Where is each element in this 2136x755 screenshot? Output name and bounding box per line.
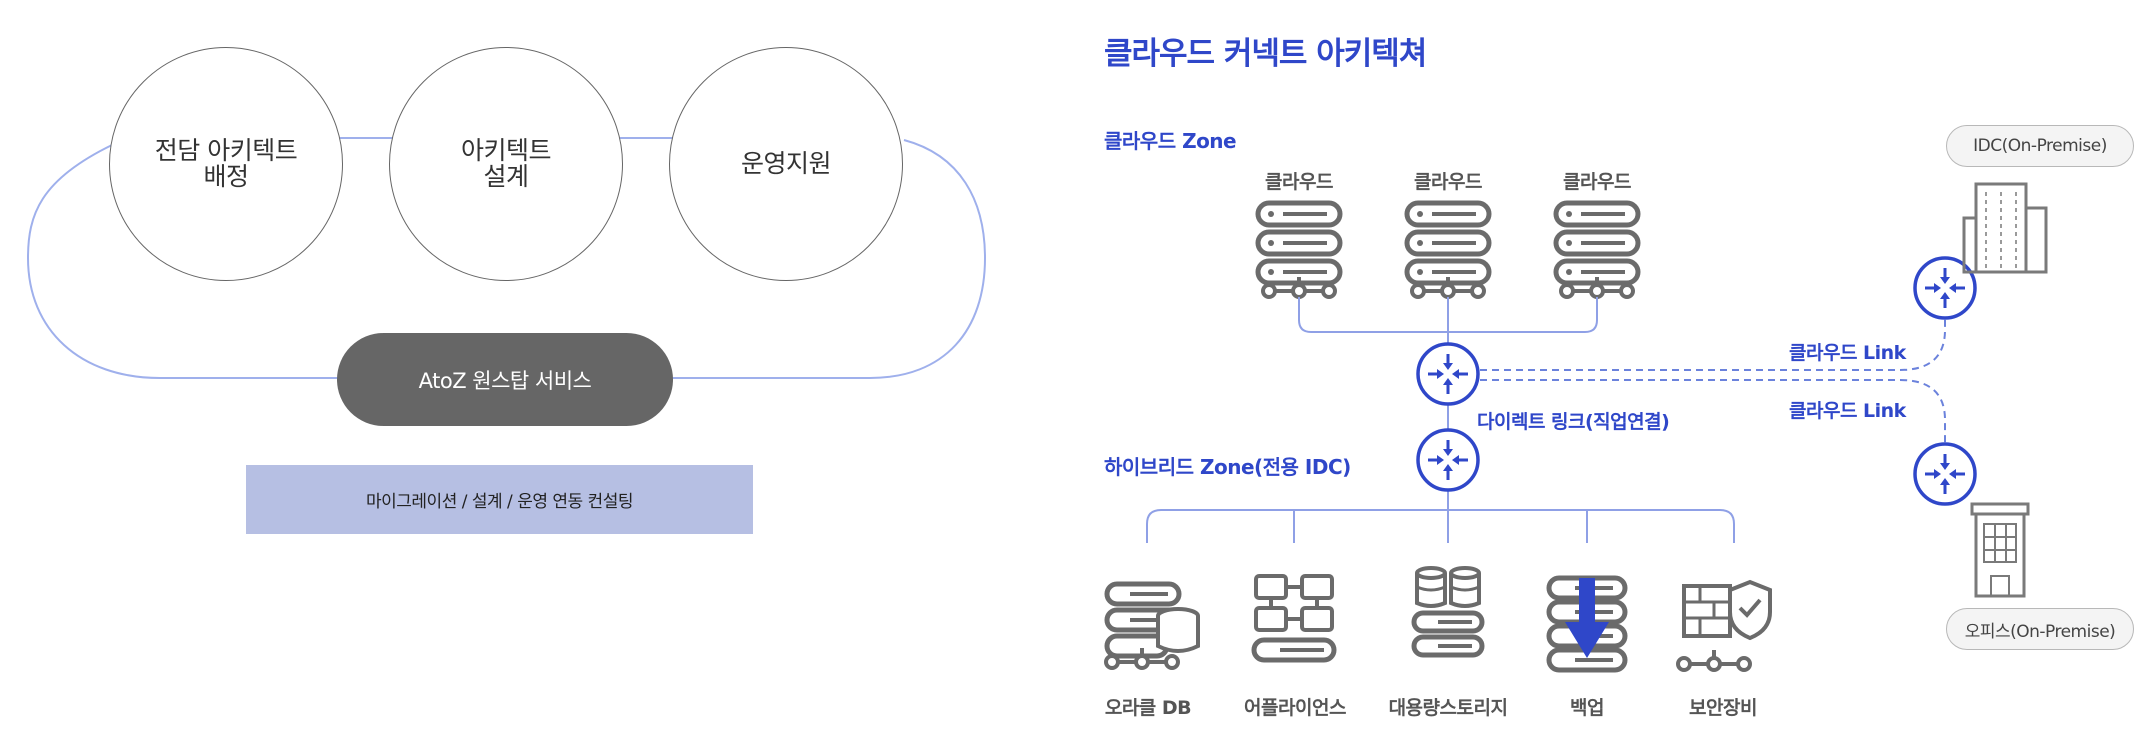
backup-icon	[1546, 575, 1628, 673]
appliance-icon	[1251, 574, 1337, 663]
hybrid-item-label: 어플라이언스	[1244, 697, 1346, 719]
office-tag: 오피스(On-Premise)	[1946, 608, 2134, 650]
storage-icon	[1411, 566, 1485, 658]
hybrid-zone-label: 하이브리드 Zone(전용 IDC)	[1104, 455, 1351, 479]
step-label: 운영지원	[740, 149, 832, 178]
cloud-server-label: 클라우드	[1563, 171, 1631, 193]
step-label: 전담 아키텍트 배정	[154, 136, 298, 191]
security-icon	[1676, 579, 1772, 672]
hybrid-item-label: 보안장비	[1689, 697, 1757, 719]
cloud-zone-label: 클라우드 Zone	[1104, 129, 1237, 153]
step-circle-architect-design: 아키텍트 설계	[389, 47, 623, 281]
hybrid-item-label: 백업	[1570, 697, 1604, 719]
hybrid-item-label: 오라클 DB	[1104, 697, 1192, 719]
cloud-link-label-bottom: 클라우드 Link	[1789, 400, 1906, 422]
service-pill: AtoZ 원스탑 서비스	[337, 333, 673, 426]
step-label: 아키텍트 설계	[460, 136, 552, 191]
cloud-server-icon	[1556, 203, 1638, 283]
hybrid-item-label: 대용량스토리지	[1388, 697, 1508, 719]
oracle-db-icon	[1104, 581, 1200, 670]
step-circle-architect-assign: 전담 아키텍트 배정	[109, 47, 343, 281]
process-loop-lines	[26, 137, 987, 379]
router-icon	[1913, 256, 1977, 320]
cloud-link-label-top: 클라우드 Link	[1789, 342, 1906, 364]
diagram-title: 클라우드 커넥트 아키텍쳐	[1104, 36, 1427, 72]
idc-tag: IDC(On-Premise)	[1946, 125, 2134, 167]
router-icon	[1913, 442, 1977, 506]
router-icon	[1416, 428, 1480, 492]
cloud-server-label: 클라우드	[1414, 171, 1482, 193]
idc-building-icon	[1962, 182, 2048, 274]
router-icon	[1416, 342, 1480, 406]
direct-link-label: 다이렉트 링크(직업연결)	[1477, 411, 1670, 433]
office-building-icon	[1970, 502, 2030, 598]
cloud-server-icon	[1258, 203, 1340, 283]
step-circle-operation-support: 운영지원	[669, 47, 903, 281]
cloud-server-label: 클라우드	[1265, 171, 1333, 193]
cloud-server-icon	[1407, 203, 1489, 283]
consulting-box: 마이그레이션 / 설계 / 운영 연동 컨설팅	[246, 465, 753, 534]
